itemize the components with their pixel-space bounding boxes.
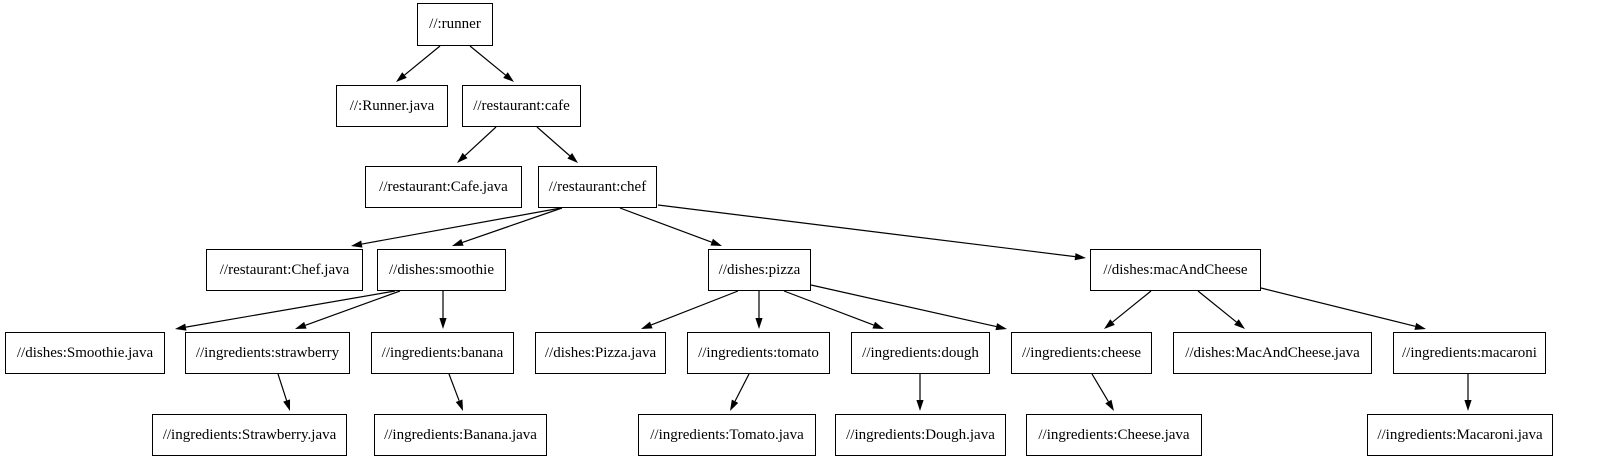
graph-node-banana[interactable]: //ingredients:banana [371,332,514,374]
graph-node-label: //ingredients:Cheese.java [1038,426,1190,443]
graph-node-tomato_java[interactable]: //ingredients:Tomato.java [638,414,816,456]
graph-edge-chef-to-pizza [619,207,712,243]
graph-arrowhead-pizza-to-pizza_java [641,321,653,329]
graph-node-cafe[interactable]: //restaurant:cafe [462,85,581,127]
graph-arrowhead-macaroni-to-macaroni_java [1464,400,1472,411]
graph-node-dough_java[interactable]: //ingredients:Dough.java [835,414,1006,456]
graph-arrowhead-cafe-to-cafe_java [457,152,468,163]
graph-edge-strawberry-to-strawberry_java [277,373,288,401]
graph-node-label: //:Runner.java [349,97,435,114]
graph-arrowhead-banana-to-banana_java [455,399,463,411]
graph-arrowhead-smoothie-to-banana [439,318,447,329]
graph-arrowhead-chef-to-macandcheese [1074,253,1086,261]
graph-edge-pizza-to-pizza_java [651,290,739,326]
graph-node-strawberry[interactable]: //ingredients:strawberry [185,332,350,374]
graph-node-label: //restaurant:chef [548,178,647,195]
graph-node-strawberry_java[interactable]: //ingredients:Strawberry.java [152,414,347,456]
graph-node-label: //ingredients:strawberry [195,344,340,361]
graph-arrowhead-pizza-to-dough [872,321,884,329]
graph-node-cafe_java[interactable]: //restaurant:Cafe.java [365,166,522,208]
graph-node-label: //dishes:macAndCheese [1103,261,1248,278]
graph-node-label: //restaurant:Cafe.java [379,178,508,195]
graph-edge-macandcheese-to-macaroni [1260,287,1416,327]
graph-node-banana_java[interactable]: //ingredients:Banana.java [374,414,547,456]
graph-node-label: //ingredients:tomato [698,344,819,361]
graph-edge-cafe-to-cafe_java [464,126,497,156]
graph-node-label: //ingredients:Banana.java [384,426,537,443]
graph-arrowhead-runner-to-cafe [503,72,514,82]
graph-node-label: //ingredients:banana [381,344,504,361]
graph-node-runner_java[interactable]: //:Runner.java [336,85,448,127]
graph-arrowhead-macandcheese-to-macaroni [1414,322,1426,330]
graph-edge-banana-to-banana_java [448,373,460,401]
graph-edge-cafe-to-chef [536,126,571,157]
graph-node-label: //ingredients:Macaroni.java [1377,426,1543,443]
graph-edge-pizza-to-dough [783,290,874,326]
graph-node-smoothie[interactable]: //dishes:smoothie [377,249,506,291]
graph-arrowhead-tomato-to-tomato_java [730,399,739,411]
graph-arrowhead-pizza-to-tomato [755,318,763,329]
graph-node-label: //ingredients:dough [862,344,979,361]
graph-node-label: //dishes:smoothie [389,261,494,278]
graph-node-label: //dishes:Smoothie.java [16,344,154,361]
graph-arrowhead-dough-to-dough_java [916,400,924,411]
graph-node-label: //restaurant:cafe [473,97,570,114]
graph-node-label: //:runner [429,16,481,32]
graph-edge-runner-to-runner_java [404,45,441,76]
graph-node-label: //ingredients:Strawberry.java [162,426,337,443]
graph-node-cheese[interactable]: //ingredients:cheese [1011,332,1152,374]
graph-node-label: //ingredients:Dough.java [846,426,995,443]
graph-node-cheese_java[interactable]: //ingredients:Cheese.java [1026,414,1202,456]
graph-node-chef[interactable]: //restaurant:chef [538,166,657,208]
graph-edge-smoothie-to-smoothie_java [185,290,396,328]
graph-node-macandcheese[interactable]: //dishes:macAndCheese [1090,249,1261,291]
graph-node-label: //dishes:pizza [718,261,801,278]
graph-node-chef_java[interactable]: //restaurant:Chef.java [206,249,363,291]
graph-edge-macandcheese-to-cheese [1112,290,1152,323]
graph-node-label: //ingredients:Tomato.java [650,426,804,443]
graph-node-label: //dishes:MacAndCheese.java [1185,344,1360,361]
graph-arrowhead-strawberry-to-strawberry_java [283,399,291,411]
graph-edge-chef-to-smoothie [462,207,563,243]
graph-edge-smoothie-to-strawberry [305,290,401,326]
graph-edge-pizza-to-cheese [810,284,997,328]
graph-edge-tomato-to-tomato_java [734,373,750,402]
graph-arrowhead-smoothie-to-strawberry [295,321,307,329]
graph-arrowhead-chef-to-pizza [710,238,722,246]
graph-arrowhead-macandcheese-to-macandcheese_java [1234,319,1245,329]
graph-node-macaroni[interactable]: //ingredients:macaroni [1393,332,1546,374]
graph-node-label: //dishes:Pizza.java [544,344,657,361]
graph-node-smoothie_java[interactable]: //dishes:Smoothie.java [5,332,165,374]
graph-arrowhead-chef-to-smoothie [452,239,464,246]
graph-arrowhead-macandcheese-to-cheese [1104,319,1115,329]
graph-node-label: //ingredients:macaroni [1402,344,1537,361]
graph-arrowhead-smoothie-to-smoothie_java [175,323,187,331]
graph-arrowhead-runner-to-runner_java [396,72,407,82]
graph-arrowhead-cafe-to-chef [567,153,578,163]
graph-node-label: //restaurant:Chef.java [219,261,350,278]
graph-node-runner[interactable]: //:runner [417,3,493,46]
graph-node-tomato[interactable]: //ingredients:tomato [687,332,830,374]
graph-edge-cheese-to-cheese_java [1091,373,1109,402]
graph-node-pizza_java[interactable]: //dishes:Pizza.java [535,332,666,374]
graph-arrowhead-chef-to-chef_java [351,240,363,248]
graph-edge-chef-to-chef_java [361,207,562,245]
graph-node-label: //ingredients:cheese [1021,344,1142,361]
graph-node-macaroni_java[interactable]: //ingredients:Macaroni.java [1367,414,1553,456]
graph-node-dough[interactable]: //ingredients:dough [851,332,990,374]
graph-arrowhead-cheese-to-cheese_java [1105,399,1114,411]
graph-arrowhead-pizza-to-cheese [995,323,1007,331]
graph-edge-runner-to-cafe [469,45,506,76]
graph-node-macandcheese_java[interactable]: //dishes:MacAndCheese.java [1173,332,1372,374]
graph-node-pizza[interactable]: //dishes:pizza [708,249,811,291]
graph-edge-macandcheese-to-macandcheese_java [1197,290,1237,323]
